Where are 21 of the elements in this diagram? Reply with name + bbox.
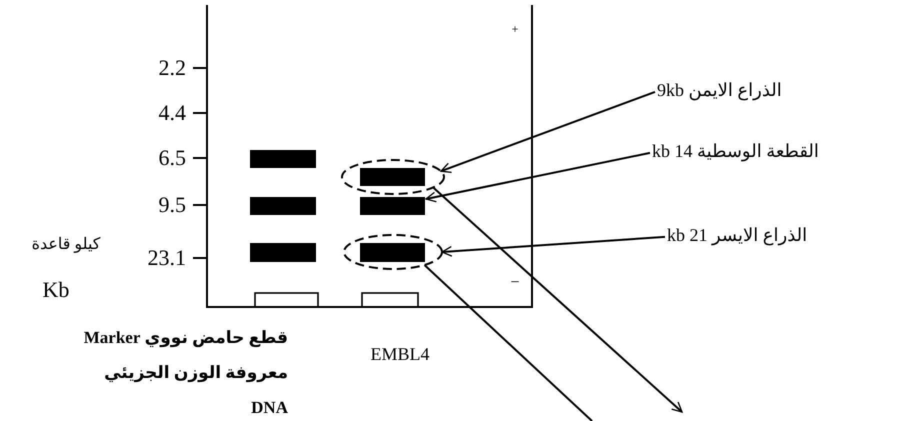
- arrow-label: الذراع الايسر 21 kb: [667, 226, 808, 246]
- axis-tick-label: 9.5: [158, 192, 186, 218]
- dashed-ellipse: [341, 159, 445, 195]
- axis-title: Kb: [42, 278, 70, 302]
- arrow-label: الذراع الايمن 9kb: [657, 81, 782, 101]
- arrow: [441, 236, 666, 257]
- lane-label: EMBL4: [370, 345, 430, 365]
- arrow-label: القطعة الوسطية 14 kb: [652, 142, 819, 162]
- dashed-ellipse: [343, 234, 443, 270]
- arrow: [432, 186, 683, 413]
- axis-tick-label: 4.4: [158, 100, 186, 126]
- polarity-sign: −: [510, 274, 520, 292]
- axis-title: كيلو قاعدة: [32, 236, 100, 254]
- axis-tick-label: 6.5: [158, 146, 186, 170]
- axis-tick-label: 2.2: [158, 56, 186, 80]
- arrow: [425, 152, 650, 202]
- lane-label: قطع حامض نووي Marker معروفة الوزن الجزيئي DNA: [83, 326, 288, 418]
- dna-band: [360, 197, 425, 215]
- polarity-sign: +: [512, 23, 518, 37]
- axis-tick-label: 23.1: [148, 246, 186, 270]
- arrow: [440, 90, 656, 174]
